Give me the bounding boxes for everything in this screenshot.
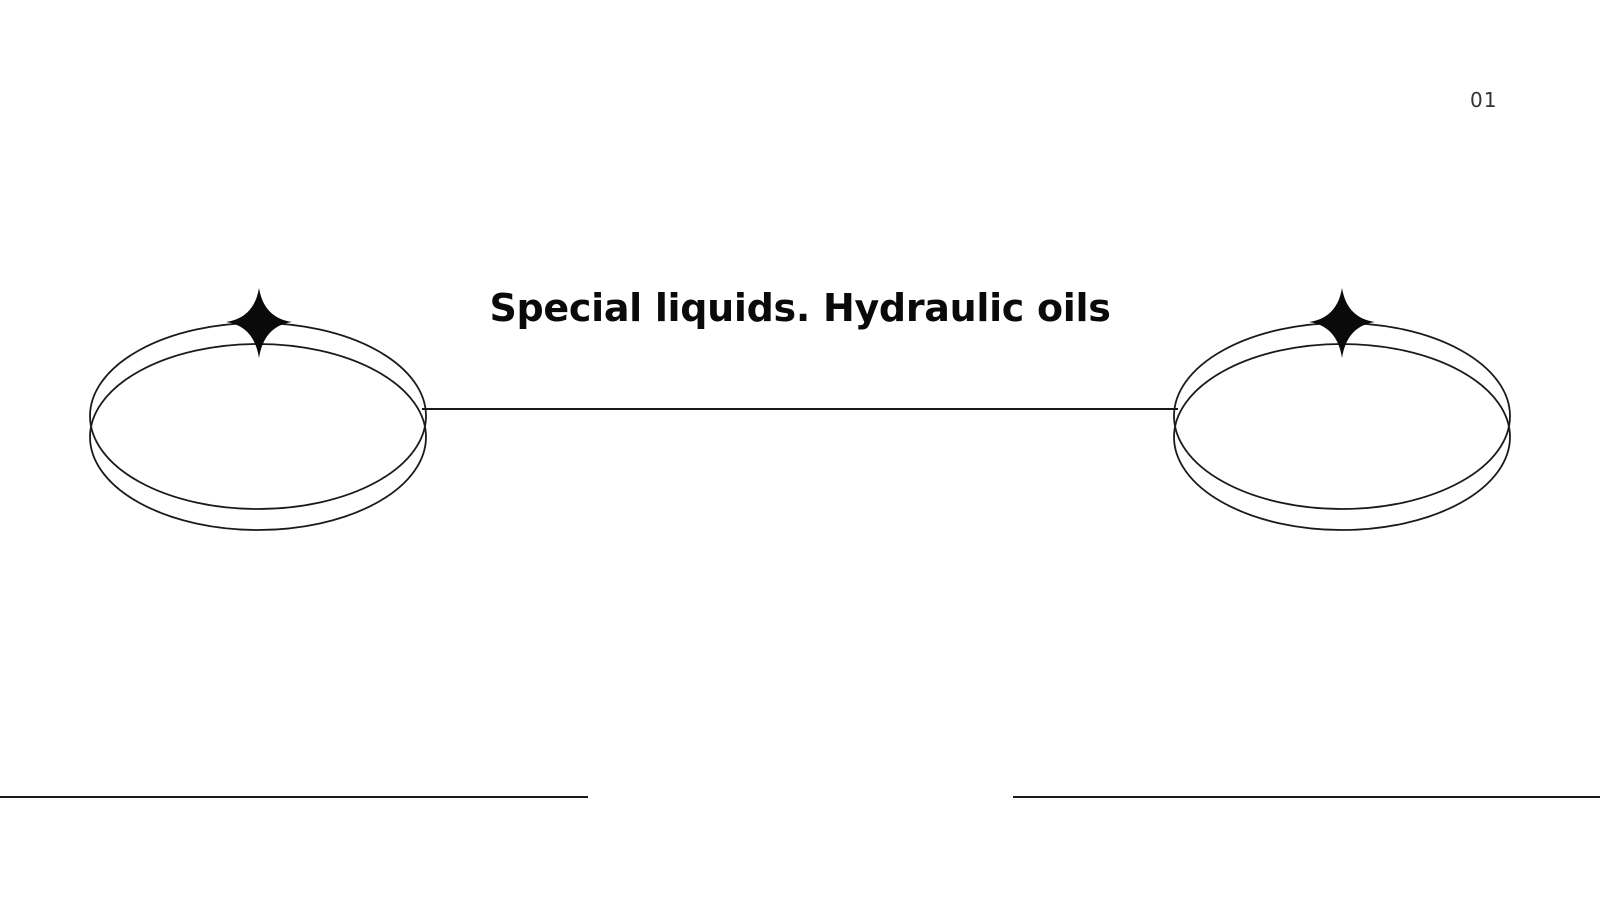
left-ring xyxy=(89,322,427,531)
page-number: 01 xyxy=(1470,88,1498,112)
left-sparkle-icon xyxy=(226,288,292,358)
right-sparkle-icon xyxy=(1309,288,1375,358)
slide-title: Special liquids. Hydraulic oils xyxy=(489,286,1111,330)
